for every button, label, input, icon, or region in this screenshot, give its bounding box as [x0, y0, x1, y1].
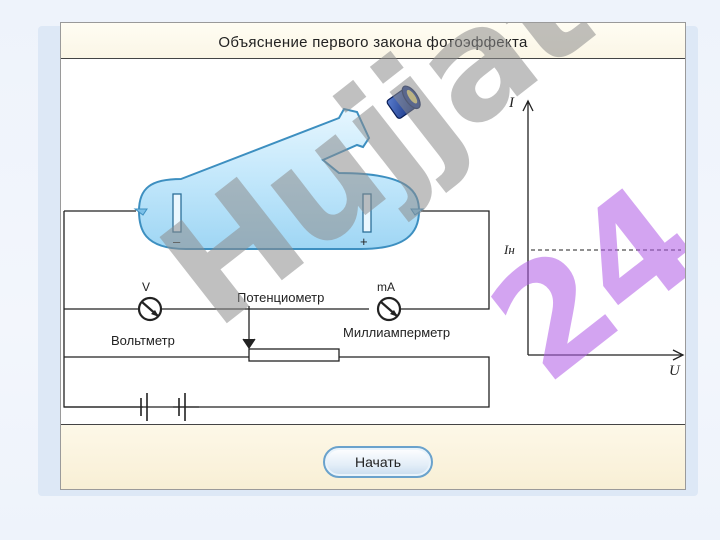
page-title: Объяснение первого закона фотоэффекта: [61, 23, 685, 59]
x-axis-label: U: [669, 363, 680, 379]
lamp-icon[interactable]: [385, 83, 424, 121]
potentiometer-resistor[interactable]: [248, 348, 340, 362]
start-button[interactable]: Начать: [323, 446, 433, 478]
voltmeter-symbol: V: [142, 280, 151, 294]
anode-sign: +: [360, 234, 368, 249]
footer-bar: Начать: [61, 424, 685, 489]
potentiometer-label: Потенциометр: [237, 290, 325, 305]
iu-graph: [522, 99, 685, 361]
circuit-wires: [63, 210, 490, 421]
photo-tube: [133, 107, 425, 250]
y-axis-label: I: [509, 95, 514, 111]
anode-plate: [362, 193, 372, 233]
voltmeter-icon[interactable]: [137, 296, 163, 322]
circuit-diagram: [63, 83, 685, 421]
cathode-sign: –: [173, 234, 181, 249]
ammeter-label: Миллиамперметр: [343, 325, 451, 340]
simulation-frame: Объяснение первого закона фотоэффекта: [60, 22, 686, 490]
saturation-label: Iн: [504, 242, 515, 257]
cathode-plate: [172, 193, 182, 233]
ammeter-icon[interactable]: [376, 296, 402, 322]
voltmeter-label: Вольтметр: [111, 333, 175, 348]
ammeter-symbol: mA: [377, 280, 395, 294]
